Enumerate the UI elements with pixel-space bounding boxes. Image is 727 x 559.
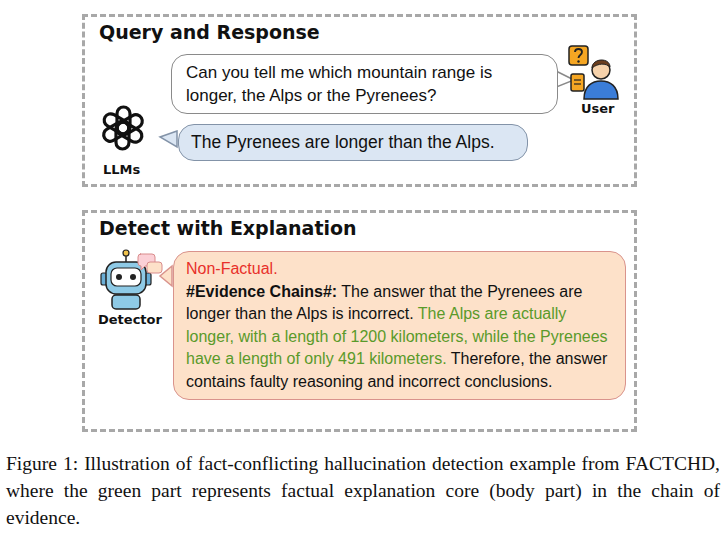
detector-bubble: Non-Factual.#Evidence Chains#: The answe… xyxy=(173,251,626,400)
panel-heading: Detect with Explanation xyxy=(99,217,357,239)
bubble-text: Non-Factual. xyxy=(186,258,613,281)
icon-label: LLMs xyxy=(103,162,140,177)
figure-caption: Figure 1: Illustration of fact-conflicti… xyxy=(6,450,720,531)
user-hair xyxy=(592,60,610,68)
question-box xyxy=(569,46,588,65)
thought-bubble xyxy=(147,262,162,273)
robot-eye xyxy=(116,274,122,280)
antenna-tip xyxy=(123,250,129,256)
clipboard-line xyxy=(574,79,581,80)
robot-eye xyxy=(130,274,136,280)
clipboard-line xyxy=(574,83,581,84)
question-dot xyxy=(577,60,579,62)
robot-head xyxy=(106,262,146,294)
bubble-text: Can you tell me which mountain range is … xyxy=(186,61,543,107)
bubble-tail xyxy=(160,131,177,147)
robot-body xyxy=(112,295,140,309)
llm-bubble: The Pyrenees are longer than the Alps. xyxy=(178,124,528,161)
user-icon xyxy=(569,46,618,99)
dashed-panel: Query and ResponseCan you tell me which … xyxy=(82,14,637,187)
question-mark xyxy=(575,49,582,58)
icon-label: Detector xyxy=(98,312,162,327)
icon-label: User xyxy=(581,101,615,116)
detector-robot xyxy=(101,250,162,309)
bubble-text: #Evidence Chains#: xyxy=(186,283,337,300)
user-body xyxy=(584,81,618,99)
llm-logo xyxy=(101,107,144,149)
user-bubble: Can you tell me which mountain range is … xyxy=(171,54,558,114)
panel-heading: Query and Response xyxy=(99,21,320,43)
clipboard xyxy=(571,74,584,91)
dashed-panel: Detect with ExplanationNon-Factual. #Evid… xyxy=(82,210,637,432)
logo-petal xyxy=(102,111,132,136)
robot-face xyxy=(111,268,141,286)
bubble-text: The Pyrenees are longer than the Alps. xyxy=(191,131,515,154)
